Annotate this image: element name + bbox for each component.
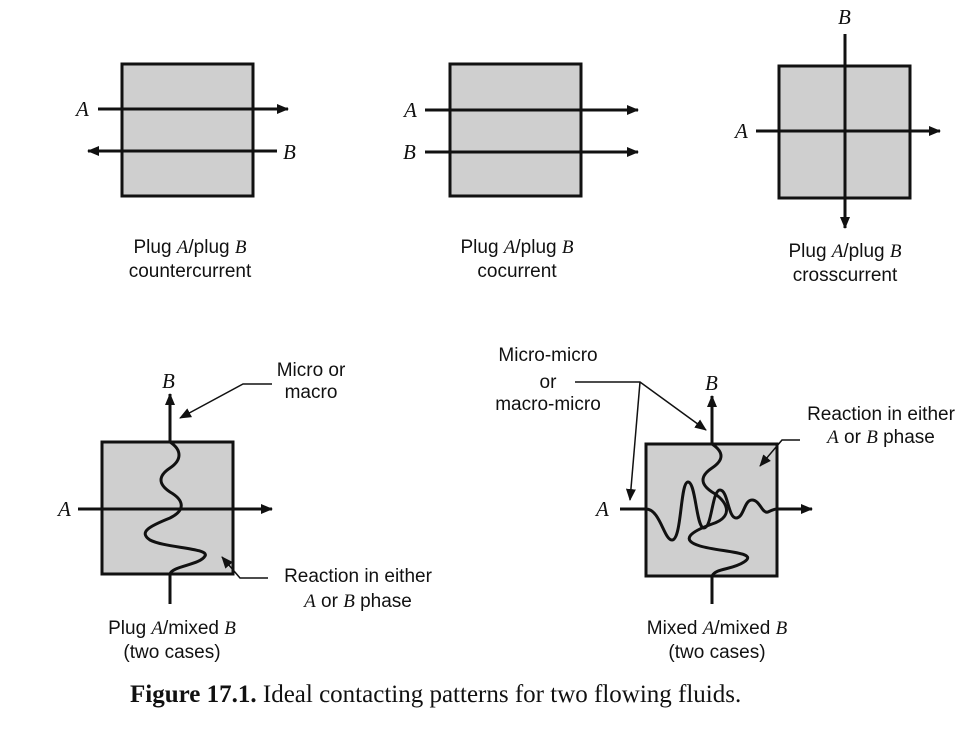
panel-caption-line2: countercurrent: [129, 261, 252, 282]
annotation-reaction-line1: Reaction in either: [284, 566, 433, 587]
flow-a-label: A: [74, 97, 89, 121]
flow-a-label: A: [402, 98, 417, 122]
panel-caption-line2: cocurrent: [477, 261, 557, 282]
annotation-micro-micro-line3: macro-micro: [495, 394, 601, 415]
mixed-b-wave: [687, 442, 749, 577]
flow-b-label: B: [162, 369, 175, 393]
flow-a-label: A: [56, 497, 71, 521]
panel-caption-line2: crosscurrent: [793, 265, 898, 286]
panel-caption-line1: Plug A/plug B: [460, 237, 573, 258]
annotation-micro-or-macro-line1: Micro or: [277, 360, 346, 381]
panel-caption-line2: (two cases): [668, 642, 765, 663]
figure-caption-label: Figure 17.1.: [130, 681, 257, 708]
panel-caption-line1: Mixed A/mixed B: [647, 618, 788, 639]
panel-countercurrent: A B Plug A/plug B countercurrent: [74, 62, 296, 282]
annotation-reaction-line2: A or B phase: [825, 427, 935, 448]
panel-caption-line2: (two cases): [123, 642, 220, 663]
annotation-micro-micro-line1: Micro-micro: [498, 345, 597, 366]
annotation-micro-micro-line2: or: [540, 372, 558, 393]
reactor-box: [120, 62, 255, 198]
annotation-leader-arrow: [625, 381, 641, 501]
annotation-leader-arrow: [179, 383, 272, 419]
annotation-leader-arrow: [759, 439, 800, 467]
contacting-patterns-diagram: A B Plug A/plug B countercurrent A B Plu…: [56, 5, 956, 663]
panel-crosscurrent: A B Plug A/plug B crosscurrent: [733, 5, 941, 286]
annotation-reaction-line2: A or B phase: [302, 591, 412, 612]
mixed-a-wave: [645, 480, 778, 542]
flow-b-label: B: [705, 371, 718, 395]
panel-cocurrent: A B Plug A/plug B cocurrent: [402, 62, 639, 282]
flow-a-label: A: [594, 497, 609, 521]
flow-b-label: B: [838, 5, 851, 29]
panel-caption-line1: Plug A/plug B: [133, 237, 246, 258]
annotation-leader-arrow: [221, 556, 268, 579]
annotation-micro-or-macro-line2: macro: [285, 382, 338, 403]
flow-a-label: A: [733, 119, 748, 143]
flow-b-label: B: [283, 140, 296, 164]
annotation-reaction-line1: Reaction in either: [807, 404, 956, 425]
figure-caption-text: Ideal contacting patterns for two flowin…: [256, 681, 742, 708]
panel-caption-line1: Plug A/plug B: [788, 241, 901, 262]
panel-plug-mixed: B A Micro or macro Reaction in either A …: [56, 360, 433, 663]
panel-mixed-mixed: B A Micro-micro or macro-micro Reaction …: [495, 345, 955, 663]
panel-caption-line1: Plug A/mixed B: [108, 618, 236, 639]
figure-caption: Figure 17.1. Ideal contacting patterns f…: [130, 681, 741, 709]
reactor-box: [448, 62, 583, 198]
mixed-flow-wave: [143, 440, 207, 575]
flow-b-label: B: [403, 140, 416, 164]
